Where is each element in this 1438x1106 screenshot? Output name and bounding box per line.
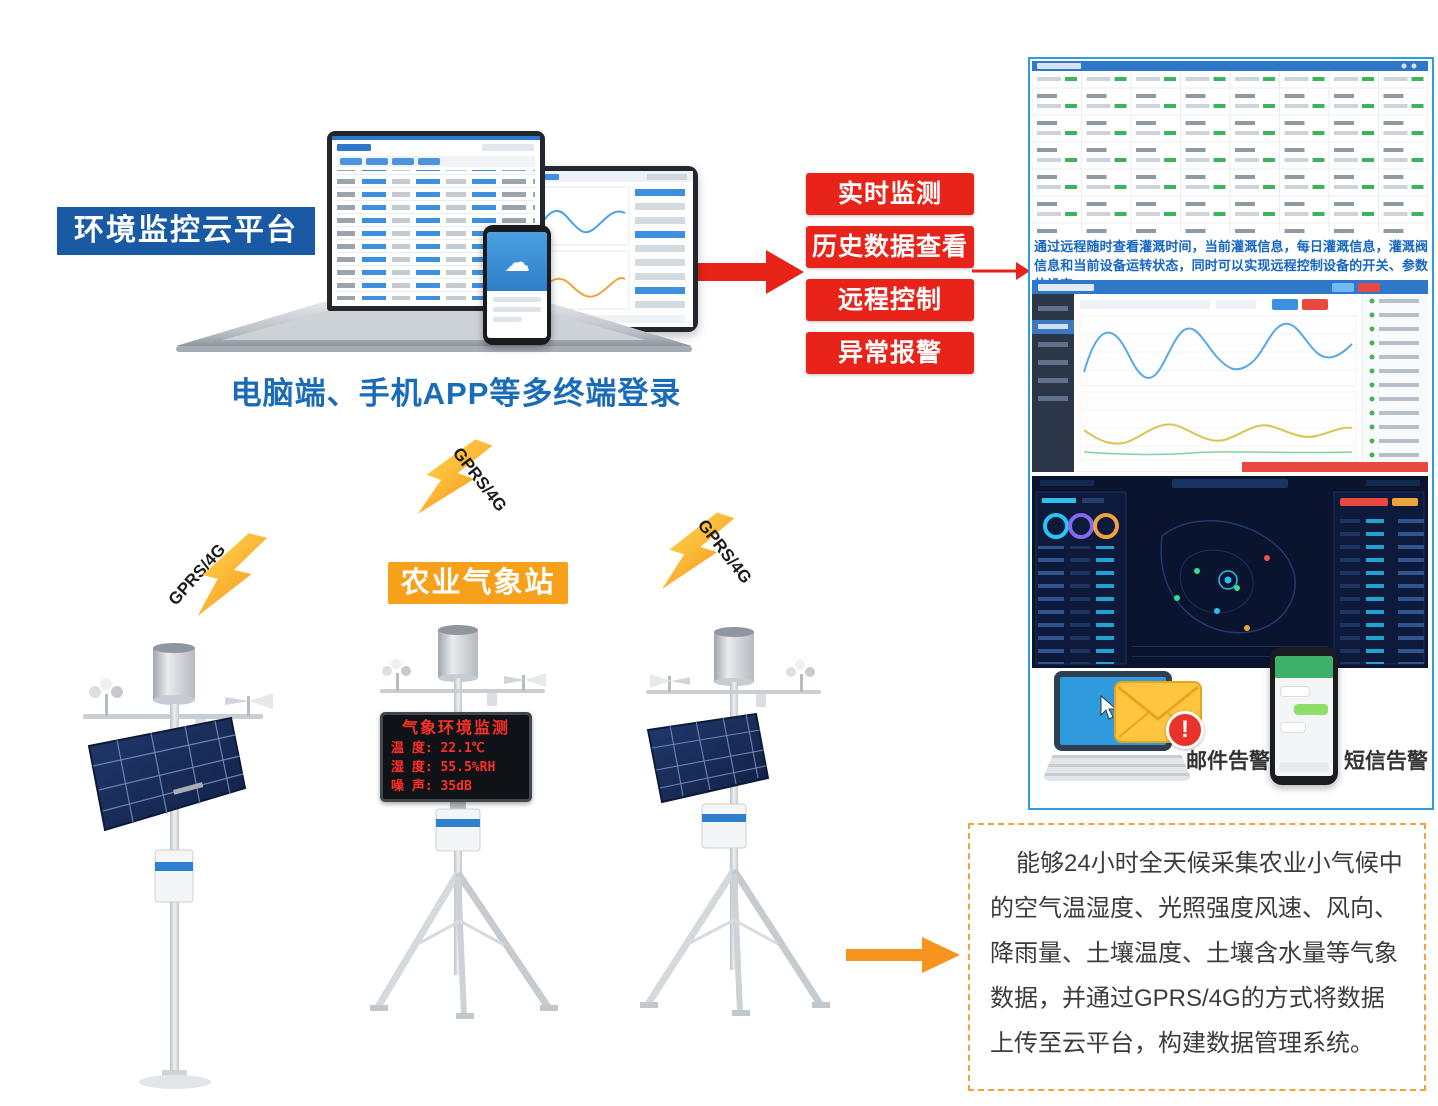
note-line: 上传至云平台，构建数据管理系统。 — [990, 1030, 1374, 1057]
email-alert-label: 邮件告警 — [1186, 750, 1270, 773]
alert-laptop-icon — [1042, 671, 1192, 783]
sms-alert-label: 短信告警 — [1344, 750, 1428, 773]
realtime-monitor-button[interactable]: 实时监测 — [806, 173, 974, 215]
sensor-cross-arm — [380, 659, 546, 706]
led-title: 气象环境监测 — [401, 720, 510, 737]
gprs-link-middle: GPRS/4G — [417, 428, 543, 533]
feature-note-box: 能够24小时全天候采集农业小气候中 的空气温湿度、光照强度风速、风向、 降雨量、… — [968, 823, 1426, 1091]
remote-control-button[interactable]: 远程控制 — [806, 279, 974, 321]
smartphone-device: ☁ — [483, 225, 551, 345]
smartphone-screen: ☁ — [487, 232, 547, 338]
solar-panel — [87, 716, 247, 832]
control-box — [435, 808, 481, 852]
lightning-bolt-icon — [197, 533, 268, 617]
weather-station-graphic — [83, 643, 273, 1089]
devices-caption: 电脑端、手机APP等多终端登录 — [230, 376, 682, 411]
led-display: 气象环境监测 温 度: 22.1℃ 湿 度: 55.5%RH 噪 声: 35dB — [380, 712, 532, 802]
text-line-placeholder — [493, 307, 541, 313]
lightning-bolt-icon — [662, 512, 735, 590]
rain-gauge — [153, 643, 195, 705]
gprs-link-right: GPRS/4G — [662, 498, 790, 603]
station-title: 农业气象站 — [388, 562, 568, 604]
gprs-link-left: GPRS/4G — [150, 498, 295, 628]
cloud-platform-panel: 通过远程随时查看灌溉时间，当前灌溉信息，每日灌溉信息，灌溉阀信息和当前设备运转状… — [1028, 57, 1434, 810]
note-line: 的空气温湿度、光照强度风速、风向、 — [990, 895, 1398, 922]
alert-phone-icon — [1270, 647, 1338, 785]
note-line: 能够24小时全天候采集农业小气候中 — [1016, 850, 1403, 877]
text-line-placeholder — [493, 297, 541, 303]
base-plate — [139, 1070, 211, 1089]
history-data-button[interactable]: 历史数据查看 — [806, 226, 974, 268]
weather-station-graphic — [370, 625, 558, 1019]
chart-dashboard-screenshot — [1032, 280, 1428, 472]
map-dashboard-screenshot — [1032, 476, 1428, 668]
led-noise: 噪 声: 35dB — [391, 779, 472, 794]
note-line: 数据，并通过GPRS/4G的方式将数据 — [990, 985, 1385, 1012]
tablet-device — [522, 166, 698, 332]
sms-screen — [1275, 656, 1333, 776]
weather-station-graphic — [640, 627, 830, 1016]
weather-station-tripod — [628, 618, 843, 1096]
sensor-cross-arm — [646, 660, 821, 707]
lightning-bolt-icon — [417, 439, 493, 514]
chat-bubble-left — [1280, 686, 1310, 697]
orange-arrow-right — [846, 937, 960, 973]
weather-station-pole — [55, 618, 315, 1096]
tripod — [640, 848, 830, 1016]
red-arrow-right — [682, 250, 804, 294]
red-arrow-connector — [972, 262, 1030, 280]
alert-laptop-keyboard — [1042, 755, 1192, 781]
app-splash: ☁ — [487, 232, 547, 292]
platform-title: 环境监控云平台 — [57, 207, 315, 255]
exclamation-icon: ! — [1181, 716, 1189, 743]
chat-header — [1275, 656, 1333, 678]
app-content — [487, 291, 547, 338]
tripod — [370, 851, 558, 1019]
alert-badge: ! — [1166, 711, 1204, 749]
control-box — [154, 849, 194, 903]
feature-button-list: 实时监测 历史数据查看 远程控制 异常报警 — [806, 173, 976, 385]
rain-gauge — [714, 627, 754, 686]
rain-gauge — [438, 625, 478, 682]
chat-bubble-right — [1294, 704, 1328, 715]
note-line: 降雨量、土壤温度、土壤含水量等气象 — [990, 940, 1398, 967]
led-humidity: 湿 度: 55.5%RH — [391, 760, 496, 775]
chat-input-bar — [1279, 762, 1329, 772]
weather-station-led: 气象环境监测 温 度: 22.1℃ 湿 度: 55.5%RH 噪 声: 35dB — [352, 615, 592, 1097]
solar-panel — [646, 712, 770, 804]
cloud-logo-icon: ☁ — [504, 246, 530, 277]
chat-bubble-left — [1280, 722, 1306, 733]
led-temperature: 温 度: 22.1℃ — [391, 741, 485, 756]
control-box — [701, 803, 747, 849]
text-line-placeholder — [493, 317, 522, 323]
device-table-screenshot — [1032, 61, 1428, 233]
display-mount — [450, 801, 466, 811]
tablet-screen — [527, 171, 693, 327]
alarm-button[interactable]: 异常报警 — [806, 332, 974, 374]
